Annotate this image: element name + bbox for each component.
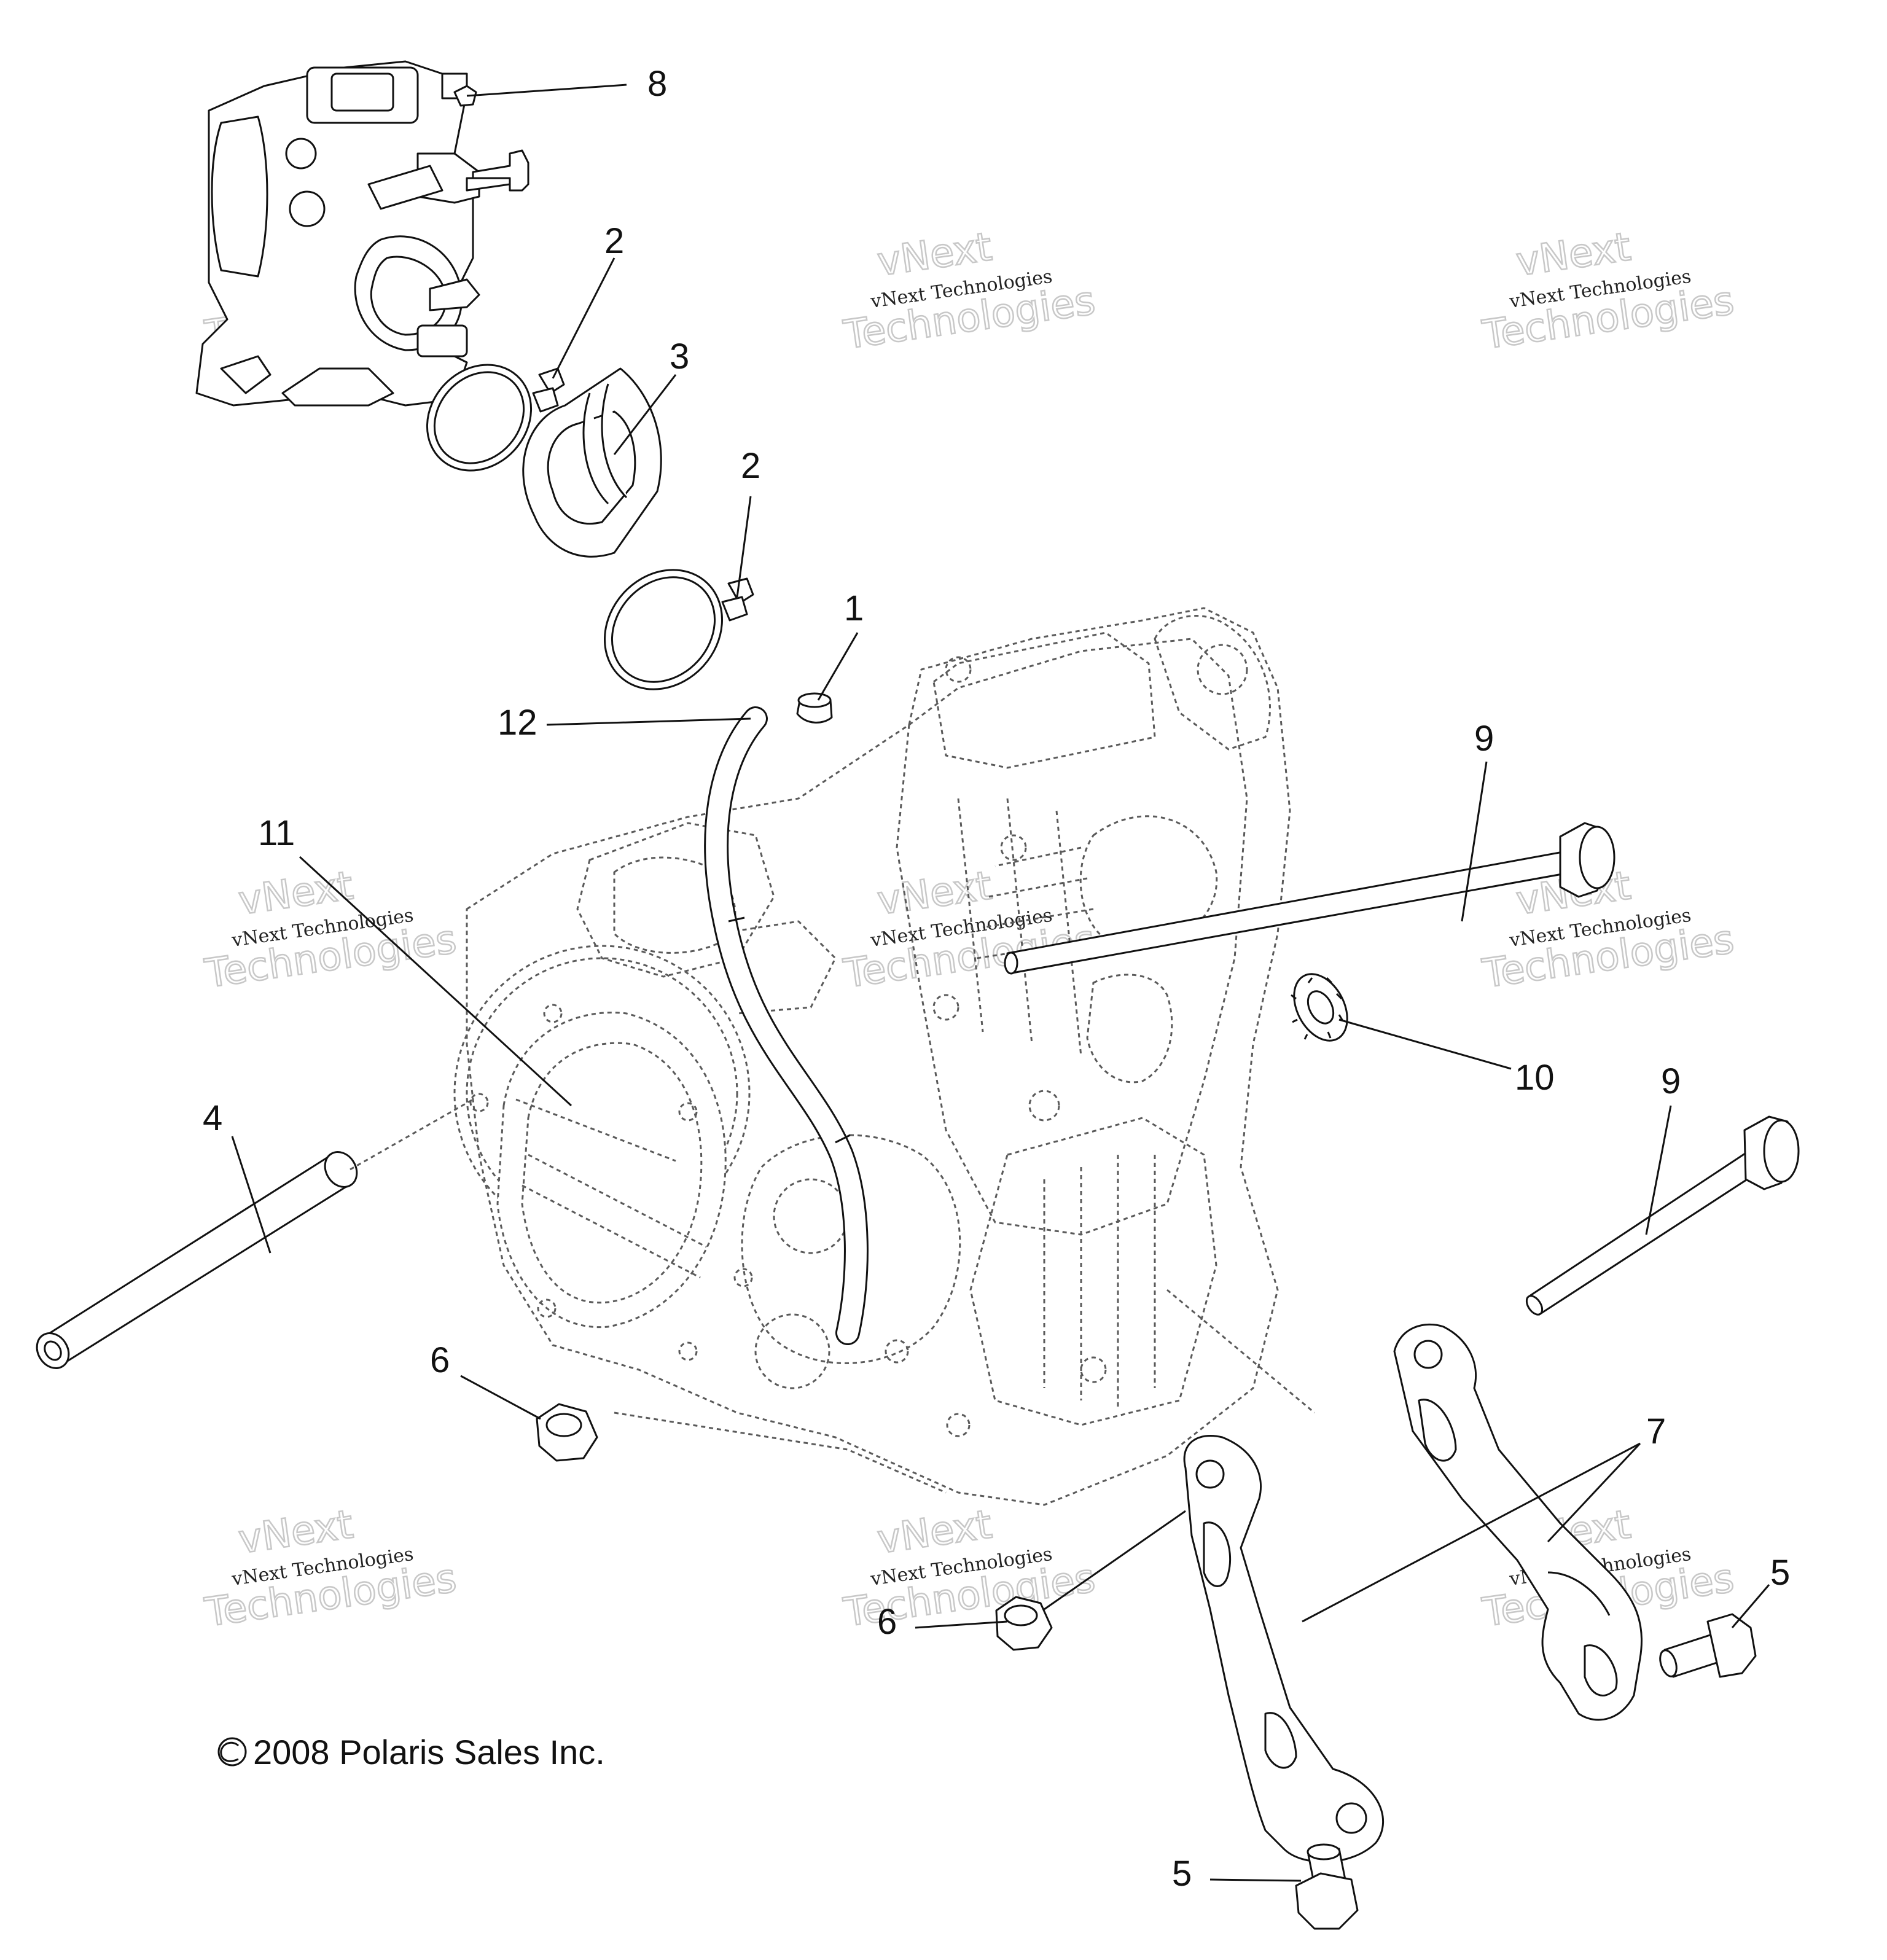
flange-nut-left [536, 1403, 598, 1462]
intake-boot [522, 367, 662, 558]
copyright-notice: 2008 Polaris Sales Inc. [217, 1733, 605, 1771]
star-washer [1291, 973, 1348, 1042]
callout-7: 7 [1646, 1411, 1666, 1451]
callout-2-upper: 2 [604, 221, 624, 261]
callout-6-bottom: 6 [877, 1602, 897, 1642]
watermark: vNext vNext Technologies Technologies [201, 862, 460, 998]
callout-9-lower: 9 [1661, 1061, 1681, 1101]
flange-bolt-right [1659, 1613, 1757, 1678]
callout-labels: 8 2 3 2 1 12 11 4 6 6 7 5 5 9 9 10 [203, 64, 1790, 1894]
watermark: vNext vNext Technologies Technologies [840, 862, 1099, 998]
watermark: vNext vNext Technologies Technologies [1479, 224, 1738, 359]
engine-mount-bracket-left [1183, 1434, 1384, 1863]
callout-1: 1 [844, 588, 864, 628]
watermark: vNext vNext Technologies Technologies [840, 224, 1099, 359]
throttle-body [195, 60, 529, 407]
callout-10: 10 [1515, 1058, 1555, 1098]
callout-12: 12 [498, 703, 537, 743]
copyright-symbol-icon [217, 1737, 247, 1767]
engine-mount-bracket-right [1393, 1323, 1643, 1721]
engine-assembly [453, 607, 1291, 1506]
callout-6-left: 6 [430, 1340, 450, 1380]
watermark: vNext vNext Technologies Technologies [201, 1501, 460, 1637]
callout-5-bottom: 5 [1172, 1854, 1192, 1894]
spacer-tube [36, 1098, 474, 1369]
hose-clamp-upper [426, 364, 565, 472]
watermark: vNext vNext Technologies Technologies [840, 1501, 1099, 1637]
callout-5-right: 5 [1770, 1553, 1790, 1593]
flange-nut-bottom [995, 1596, 1053, 1651]
callout-4: 4 [203, 1098, 222, 1138]
callout-3: 3 [670, 337, 689, 377]
callout-11: 11 [258, 813, 295, 853]
hose-clamp-lower [604, 569, 754, 690]
callout-9-upper: 9 [1474, 719, 1494, 759]
copyright-text: 2008 Polaris Sales Inc. [253, 1733, 605, 1771]
mount-bolt-upper [1004, 822, 1615, 975]
breather-hose [704, 706, 869, 1345]
mount-bolt-lower [1525, 1115, 1800, 1316]
watermark-group: vNext vNext Technologies Technologies vN… [201, 224, 1738, 1637]
flange-bolt-bottom [1295, 1843, 1359, 1930]
cap [796, 692, 833, 724]
callout-2-lower: 2 [741, 446, 760, 486]
leader-lines [231, 84, 1770, 1882]
callout-8: 8 [647, 64, 667, 104]
